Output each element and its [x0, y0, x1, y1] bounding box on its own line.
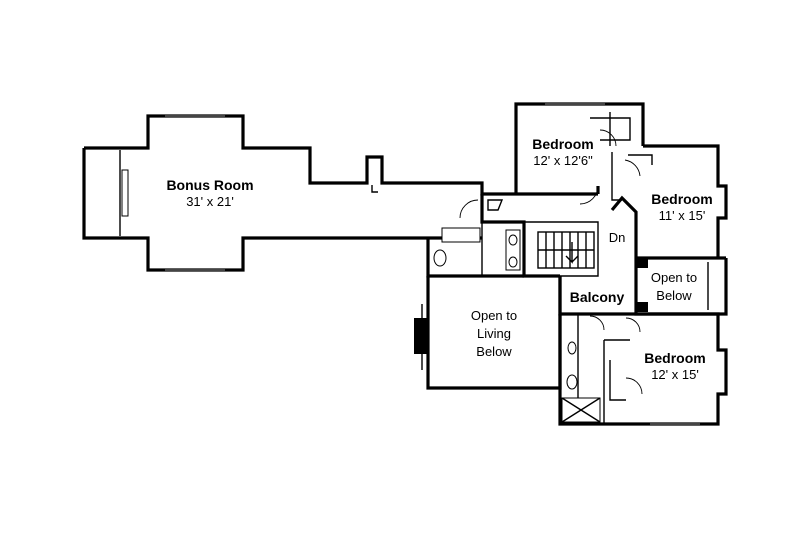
stairs — [537, 231, 595, 269]
bedroom-bottom-name: Bedroom — [644, 350, 705, 366]
bedroom-top-name: Bedroom — [532, 136, 593, 152]
bedroom-top-size: 12' x 12'6" — [533, 153, 593, 168]
bedroom-bottom-walls — [558, 312, 728, 426]
open-to-living-line2: Living — [477, 326, 511, 341]
bedroom-right-walls — [610, 144, 728, 260]
bedroom-bottom-size: 12' x 15' — [651, 367, 699, 382]
open-to-living-line3: Below — [476, 344, 512, 359]
open-to-living-line1: Open to — [471, 308, 517, 323]
bonus-room-walls — [82, 114, 516, 272]
stairs-down-label: Dn — [609, 230, 626, 245]
hall-bath — [426, 199, 524, 278]
balcony-label: Balcony — [570, 289, 625, 305]
bedroom-right-size: 11' x 15' — [659, 208, 706, 223]
bedroom-right-name: Bedroom — [651, 191, 712, 207]
open-to-below-line2: Below — [656, 288, 692, 303]
stair-hall-walls — [459, 185, 600, 278]
bedroom-top-walls — [514, 102, 645, 196]
bonus-room-size: 31' x 21' — [186, 194, 234, 209]
open-to-below-line1: Open to — [651, 270, 697, 285]
open-to-below-area — [634, 258, 728, 316]
bonus-room-name: Bonus Room — [166, 177, 253, 193]
